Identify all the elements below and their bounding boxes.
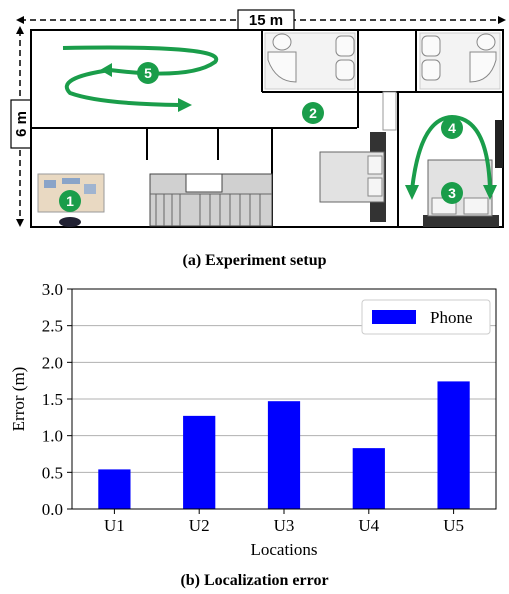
bed-middle — [319, 132, 386, 222]
location-marker-4: 4 — [441, 117, 463, 139]
width-dimension-label: 15 m — [249, 12, 283, 29]
x-axis-label: Locations — [250, 540, 317, 559]
y-tick-label: 2.5 — [42, 317, 63, 336]
location-marker-1: 1 — [59, 190, 81, 212]
x-tick-label: U2 — [189, 516, 210, 535]
location-marker-circle — [302, 102, 324, 124]
location-marker-number: 5 — [144, 65, 152, 81]
y-tick-label: 2.0 — [42, 353, 63, 372]
y-axis-ticks: 0.0 0.5 1.0 1.5 2.0 2.5 3.0 — [42, 280, 72, 519]
legend-box — [361, 299, 491, 335]
setup-caption: (a) Experiment setup — [182, 252, 327, 269]
location-marker-circle — [441, 117, 463, 139]
y-axis-label: Error (m) — [9, 367, 28, 432]
legend: Phone — [361, 299, 491, 335]
bar-U2 — [183, 415, 216, 509]
location-marker-5: 5 — [137, 62, 159, 84]
experiment-setup-floorplan: 15 m 6 m — [10, 9, 506, 228]
x-axis-ticks: U1 U2 U3 U4 U5 — [104, 509, 464, 535]
location-marker-number: 4 — [448, 120, 456, 136]
x-tick-label: U5 — [443, 516, 464, 535]
location-marker-number: 2 — [309, 105, 317, 121]
x-tick-label: U1 — [104, 516, 125, 535]
bar-U5 — [437, 381, 470, 509]
bar-U1 — [98, 469, 131, 509]
legend-swatch — [372, 310, 416, 324]
width-dimension: 15 m — [16, 9, 506, 31]
x-tick-label: U4 — [358, 516, 379, 535]
height-dimension-label: 6 m — [13, 111, 30, 137]
y-tick-label: 3.0 — [42, 280, 63, 299]
bars — [98, 381, 470, 509]
staircase — [149, 173, 273, 227]
x-tick-label: U3 — [274, 516, 295, 535]
location-marker-circle — [137, 62, 159, 84]
legend-label: Phone — [430, 308, 473, 327]
location-marker-3: 3 — [441, 182, 463, 204]
walk-path-5 — [62, 45, 219, 76]
location-marker-2: 2 — [302, 102, 324, 124]
bar-U4 — [352, 448, 385, 509]
localization-error-chart: 0.0 0.5 1.0 1.5 2.0 2.5 3.0 U1 U2 U3 U4 U5 Error (… — [9, 280, 497, 559]
doorway — [382, 91, 397, 131]
y-tick-label: 0.5 — [42, 463, 63, 482]
y-tick-label: 1.0 — [42, 427, 63, 446]
chart-caption: (b) Localization error — [180, 572, 329, 589]
bar-U3 — [267, 401, 301, 509]
location-marker-circle — [59, 190, 81, 212]
bathroom-fixtures — [264, 32, 501, 90]
location-markers: 1 2 3 4 5 — [59, 62, 463, 212]
location-marker-number: 3 — [448, 185, 456, 201]
y-tick-label: 1.5 — [42, 390, 63, 409]
y-tick-label: 0.0 — [42, 500, 63, 519]
height-dimension: 6 m — [10, 26, 32, 227]
location-marker-number: 1 — [66, 193, 74, 209]
location-marker-circle — [441, 182, 463, 204]
